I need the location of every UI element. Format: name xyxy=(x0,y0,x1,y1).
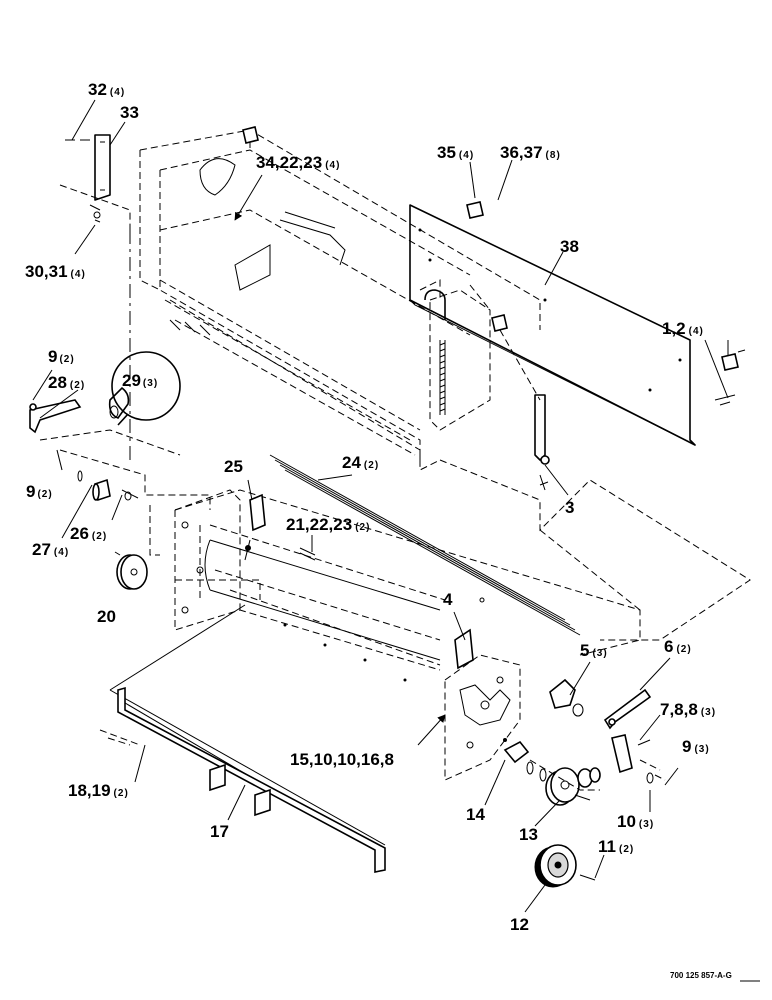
callout-1: 1,2(4) xyxy=(662,319,704,338)
callout-14: 14 xyxy=(466,805,485,824)
gear-13 xyxy=(526,761,601,806)
callout-27: 27(4) xyxy=(32,540,69,559)
callout-29-bubble xyxy=(111,351,181,426)
spring xyxy=(439,340,446,415)
collar-5 xyxy=(549,678,584,717)
callout-12: 12 xyxy=(510,915,529,934)
upper-frame-assembly xyxy=(139,126,541,471)
callout-33: 33 xyxy=(120,103,139,122)
arm-7 xyxy=(611,734,651,774)
plate-35 xyxy=(466,201,484,219)
callout-4: 4 xyxy=(443,590,453,609)
callout-10: 10(3) xyxy=(617,812,654,831)
callout-9b: 9(2) xyxy=(26,482,53,501)
lever-28 xyxy=(29,399,82,434)
callout-28: 28(2) xyxy=(48,373,85,392)
callout-17: 17 xyxy=(210,822,229,841)
sleeve-14 xyxy=(503,740,530,764)
roller-assembly xyxy=(174,454,641,682)
drawing-code: 700 125 857-A-G xyxy=(670,971,732,980)
callout-7: 7,8,8(3) xyxy=(660,700,716,719)
callout-38: 38 xyxy=(560,237,579,256)
wheel-20 xyxy=(114,551,148,590)
callout-21: 21,22,23(2) xyxy=(286,515,370,534)
panel-38 xyxy=(409,204,696,446)
bracket-3 xyxy=(534,394,550,491)
washers xyxy=(77,470,139,501)
bar-17 xyxy=(117,686,386,873)
callout-20: 20 xyxy=(97,607,116,626)
leader-lines xyxy=(32,99,729,913)
callout-5: 5(3) xyxy=(580,641,608,660)
callout-labels: 32(4) 33 34,22,23(4) 35(4) 36,37(8) 38 3… xyxy=(25,80,716,934)
plate-1-2 xyxy=(714,340,746,406)
callout-9a: 9(2) xyxy=(48,347,75,366)
callout-29: 29(3) xyxy=(122,371,158,390)
callout-9c: 9(3) xyxy=(682,737,710,756)
spacer-26 xyxy=(92,478,111,502)
callout-30: 30,31(4) xyxy=(25,262,86,281)
callout-36: 36,37(8) xyxy=(500,143,561,162)
callout-3: 3 xyxy=(565,498,574,517)
callout-32: 32(4) xyxy=(88,80,125,99)
callout-25: 25 xyxy=(224,457,243,476)
bracket-4 xyxy=(454,597,485,670)
callout-18: 18,19(2) xyxy=(68,781,129,800)
lever-6 xyxy=(603,688,652,730)
callout-34: 34,22,23(4) xyxy=(256,153,340,172)
roller-29 xyxy=(108,386,130,419)
bracket-33 xyxy=(65,134,111,223)
sprocket-12 xyxy=(534,844,596,888)
callout-11: 11(2) xyxy=(598,837,634,856)
callout-13: 13 xyxy=(519,825,538,844)
callout-35: 35(4) xyxy=(437,143,474,162)
bolt-21 xyxy=(299,547,316,561)
callout-6: 6(2) xyxy=(664,637,692,656)
callout-24: 24(2) xyxy=(342,453,379,472)
gearbox xyxy=(444,654,521,781)
callout-15: 15,10,10,16,8 xyxy=(290,750,394,769)
callout-26: 26(2) xyxy=(70,524,107,543)
